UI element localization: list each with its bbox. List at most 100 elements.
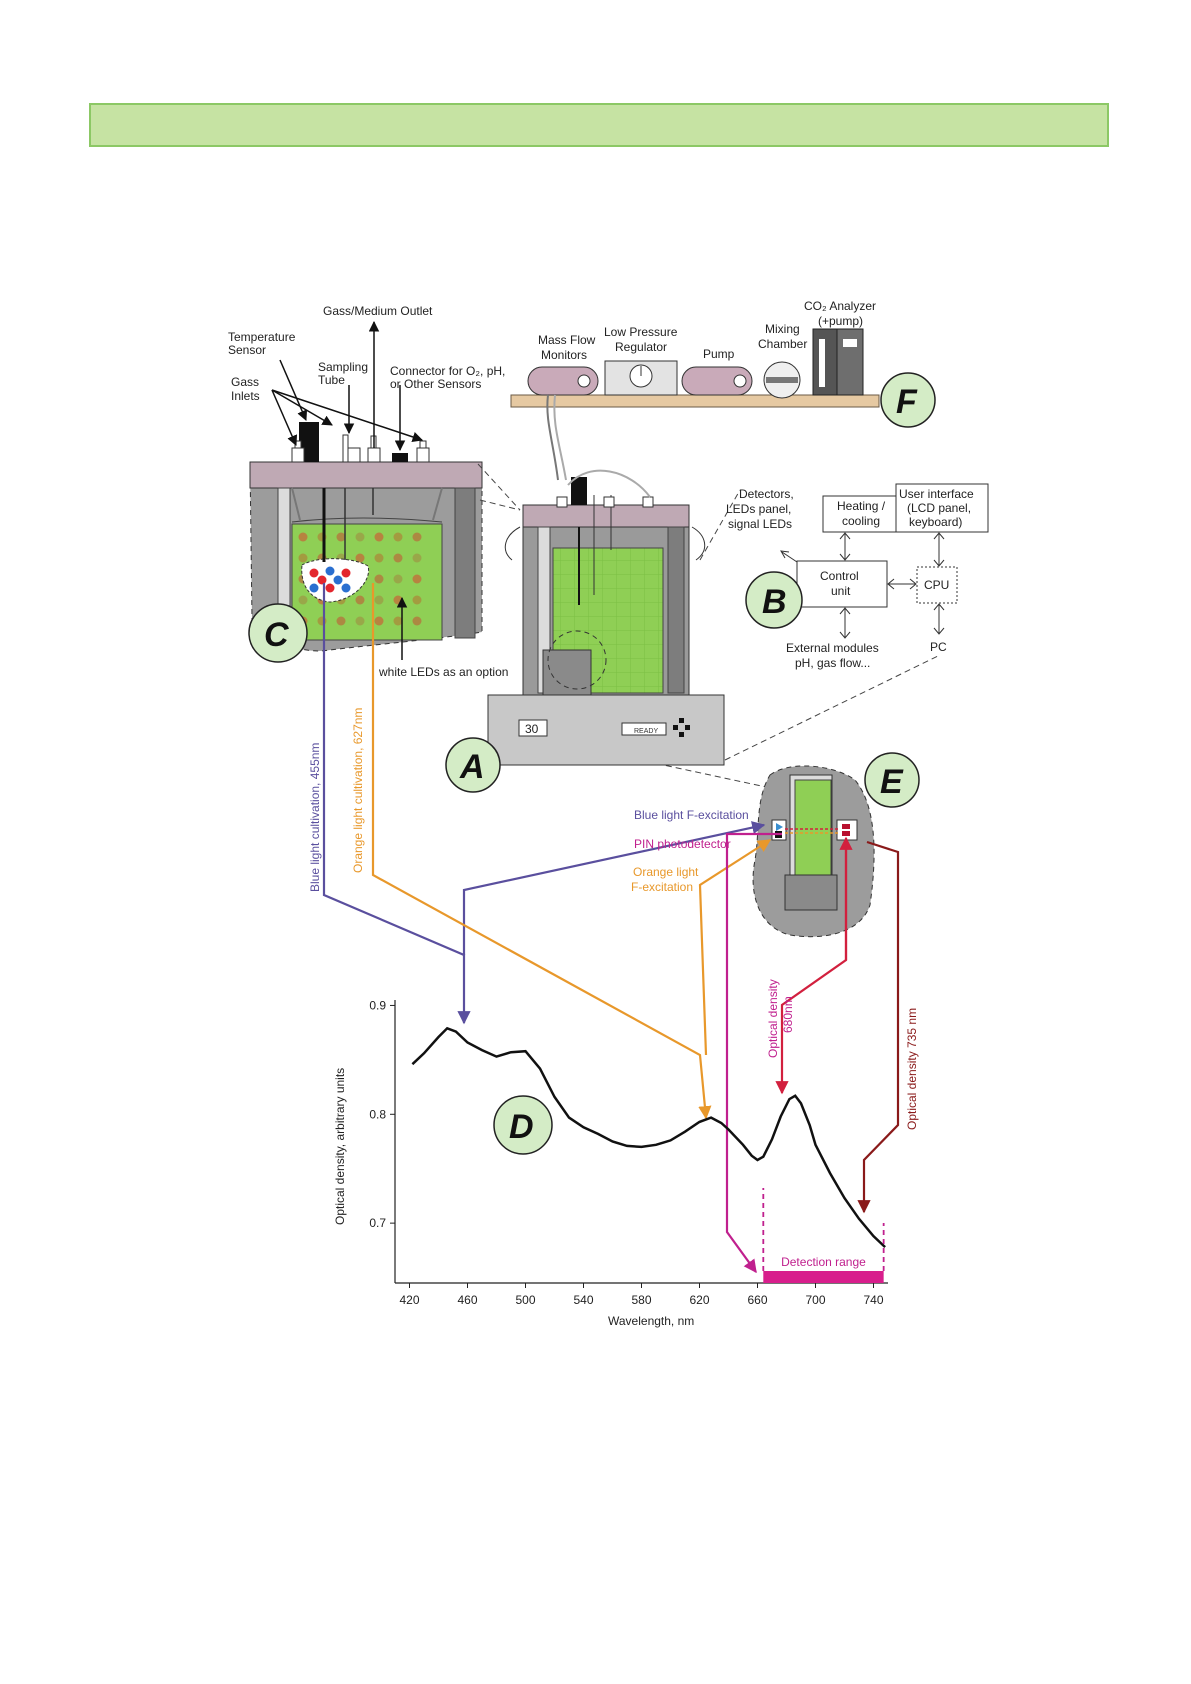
heating-box: [822, 495, 908, 533]
badge-c: [248, 603, 308, 663]
zoom-guides: [477, 463, 941, 791]
display: [518, 719, 548, 737]
control-label-1: Control: [820, 569, 859, 583]
temp-sensor-label-1: Temperature: [228, 330, 296, 344]
led-dot: [336, 532, 346, 542]
panel-c: Gass/Medium Outlet Temperature Sensor Sa…: [228, 304, 508, 679]
badge-d: [493, 1095, 553, 1155]
led-dot: [412, 553, 422, 563]
mass-flow-monitor: [527, 366, 599, 396]
reactor-lid-a: [522, 504, 690, 528]
y-tick-label: 0.8: [369, 1107, 386, 1121]
panel-e: E: [752, 752, 920, 938]
y-ticks: 0.70.80.9: [369, 998, 395, 1230]
user-if-label-3: keyboard): [909, 515, 962, 529]
badge-d-label: D: [509, 1108, 534, 1146]
cpu-box: [916, 566, 958, 604]
led-dot: [412, 532, 422, 542]
mixing-label-2: Chamber: [758, 337, 807, 351]
badge-a-label: A: [459, 748, 485, 786]
heating-label-1: Heating /: [837, 499, 886, 513]
led-dot: [412, 595, 422, 605]
badge-f-label: F: [896, 383, 918, 421]
keypad[interactable]: [673, 718, 690, 737]
orange-fexc-label-1: Orange light: [633, 865, 699, 879]
x-tick-label: 500: [515, 1293, 535, 1307]
low-pressure-label-2: Regulator: [615, 340, 667, 354]
blue-fexc-label: Blue light F-excitation: [634, 808, 749, 822]
led-array: [298, 532, 422, 626]
absorbance-curve: [411, 1026, 886, 1249]
badge-b-label: B: [762, 583, 787, 621]
led-dot-bright: [309, 568, 319, 578]
connectors: [322, 583, 900, 1274]
detectors-label-3: signal LEDs: [728, 517, 792, 531]
x-tick-label: 420: [399, 1293, 419, 1307]
sampling-label-2: Tube: [318, 373, 345, 387]
led-dot-bright: [325, 566, 335, 576]
connector-label-2: or Other Sensors: [390, 377, 481, 391]
led-dot-bright: [341, 583, 351, 593]
x-tick-label: 620: [689, 1293, 709, 1307]
x-tick-label: 660: [747, 1293, 767, 1307]
badge-c-label: C: [264, 616, 289, 654]
x-tick-label: 540: [573, 1293, 593, 1307]
led-dot: [336, 616, 346, 626]
mass-flow-label-1: Mass Flow: [538, 333, 596, 347]
led-dot: [298, 532, 308, 542]
y-tick-label: 0.7: [369, 1216, 386, 1230]
ready-indicator: [621, 722, 667, 736]
led-dot-bright: [341, 568, 351, 578]
pin-label: PIN photodetector: [634, 837, 731, 851]
heating-label-2: cooling: [842, 514, 880, 528]
temp-sensor-label-2: Sensor: [228, 343, 266, 357]
reactor-lid: [249, 461, 483, 489]
panel-b: Heating / cooling User interface (LCD pa…: [726, 483, 989, 670]
badge-b: [745, 571, 803, 629]
white-leds-label: white LEDs as an option: [378, 665, 508, 679]
led-dot: [374, 574, 384, 584]
led-dot: [355, 595, 365, 605]
led-dot: [355, 532, 365, 542]
badge-a: [445, 737, 501, 793]
od735-label: Optical density 735 nm: [905, 1008, 919, 1130]
led-dot-bright: [317, 575, 327, 585]
od680-label-1: Optical density: [766, 979, 780, 1058]
led-dot: [393, 574, 403, 584]
led-dot: [393, 616, 403, 626]
panel-a: 30 READY A: [445, 469, 725, 793]
led-dot-bright: [325, 583, 335, 593]
led-dot: [355, 553, 365, 563]
led-dot: [374, 595, 384, 605]
badge-f: [880, 372, 936, 428]
detectors-label-1: Detectors,: [739, 487, 794, 501]
co2-label-1: CO₂ Analyzer: [804, 299, 876, 313]
led-dot: [412, 574, 422, 584]
gas-inlets-label-1: Gass: [231, 375, 259, 389]
x-tick-label: 740: [863, 1293, 883, 1307]
orange-fexc-label-2: F-excitation: [631, 880, 693, 894]
culture-e: [794, 779, 832, 876]
led-dot-bright: [333, 575, 343, 585]
display-value: 30: [525, 722, 539, 736]
panel-f: Mass Flow Monitors Low Pressure Regulato…: [510, 299, 936, 481]
header-banner: [89, 103, 1109, 147]
mass-flow-label-2: Monitors: [541, 348, 587, 362]
led-dot: [355, 616, 365, 626]
x-tick-label: 460: [457, 1293, 477, 1307]
gas-inlets-label-2: Inlets: [231, 389, 260, 403]
led-dot: [393, 595, 403, 605]
shelf: [510, 394, 880, 408]
user-if-label-2: (LCD panel,: [907, 501, 971, 515]
user-interface-box: [895, 483, 989, 533]
x-axis-label: Wavelength, nm: [608, 1314, 694, 1328]
gas-outlet-label: Gass/Medium Outlet: [323, 304, 433, 318]
detection-range-label: Detection range: [781, 1255, 866, 1269]
led-dot-bright: [309, 583, 319, 593]
external-label-2: pH, gas flow...: [795, 656, 870, 670]
control-unit-box: [796, 560, 888, 608]
led-dot: [393, 532, 403, 542]
led-dot: [298, 595, 308, 605]
